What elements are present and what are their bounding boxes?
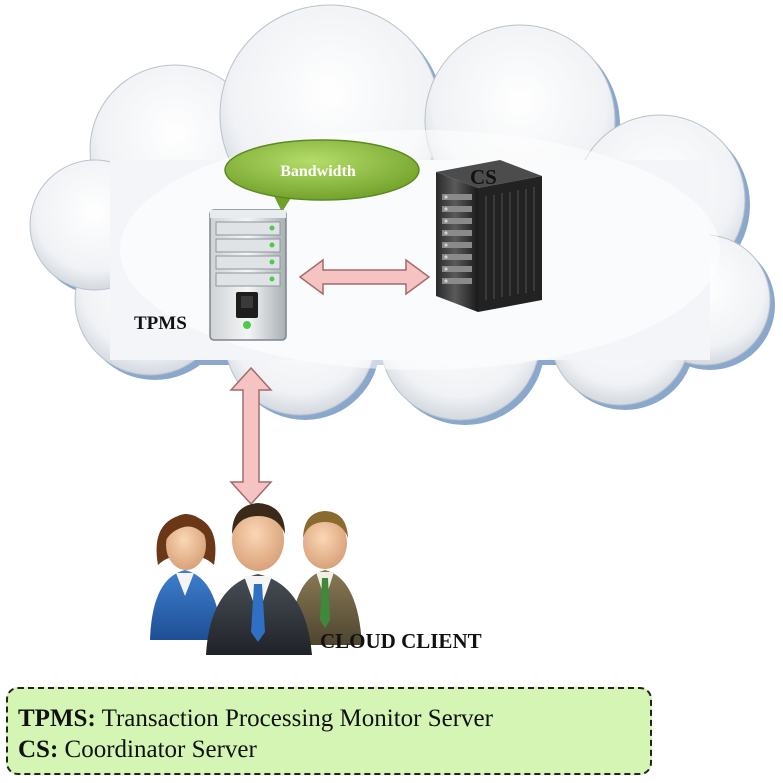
person-right	[290, 511, 362, 645]
legend-definition-cs: Coordinator Server	[58, 736, 257, 763]
legend-row-cs: CS: Coordinator Server	[18, 734, 640, 765]
bandwidth-bubble: Bandwidth	[224, 139, 420, 212]
tpms-label: TPMS	[134, 313, 187, 334]
legend-row-tpms: TPMS: Transaction Processing Monitor Ser…	[18, 703, 640, 734]
tpms-server-icon	[209, 209, 287, 341]
tpms-client-double-arrow	[229, 366, 273, 506]
cs-label: CS	[470, 165, 497, 189]
tpms-cs-double-arrow	[298, 258, 431, 296]
cloud	[29, 4, 775, 425]
person-left	[150, 514, 222, 640]
person-center	[206, 503, 312, 655]
cs-server-rack-icon	[436, 160, 542, 312]
legend-term-tpms: TPMS:	[18, 705, 96, 732]
legend-definition-tpms: Transaction Processing Monitor Server	[95, 705, 493, 732]
cloud-client-people-icon	[150, 503, 362, 655]
legend-term-cs: CS:	[18, 736, 59, 763]
bandwidth-label: Bandwidth	[280, 163, 356, 180]
legend-box: TPMS: Transaction Processing Monitor Ser…	[6, 687, 652, 775]
cloud-client-label: CLOUD CLIENT	[320, 629, 482, 653]
